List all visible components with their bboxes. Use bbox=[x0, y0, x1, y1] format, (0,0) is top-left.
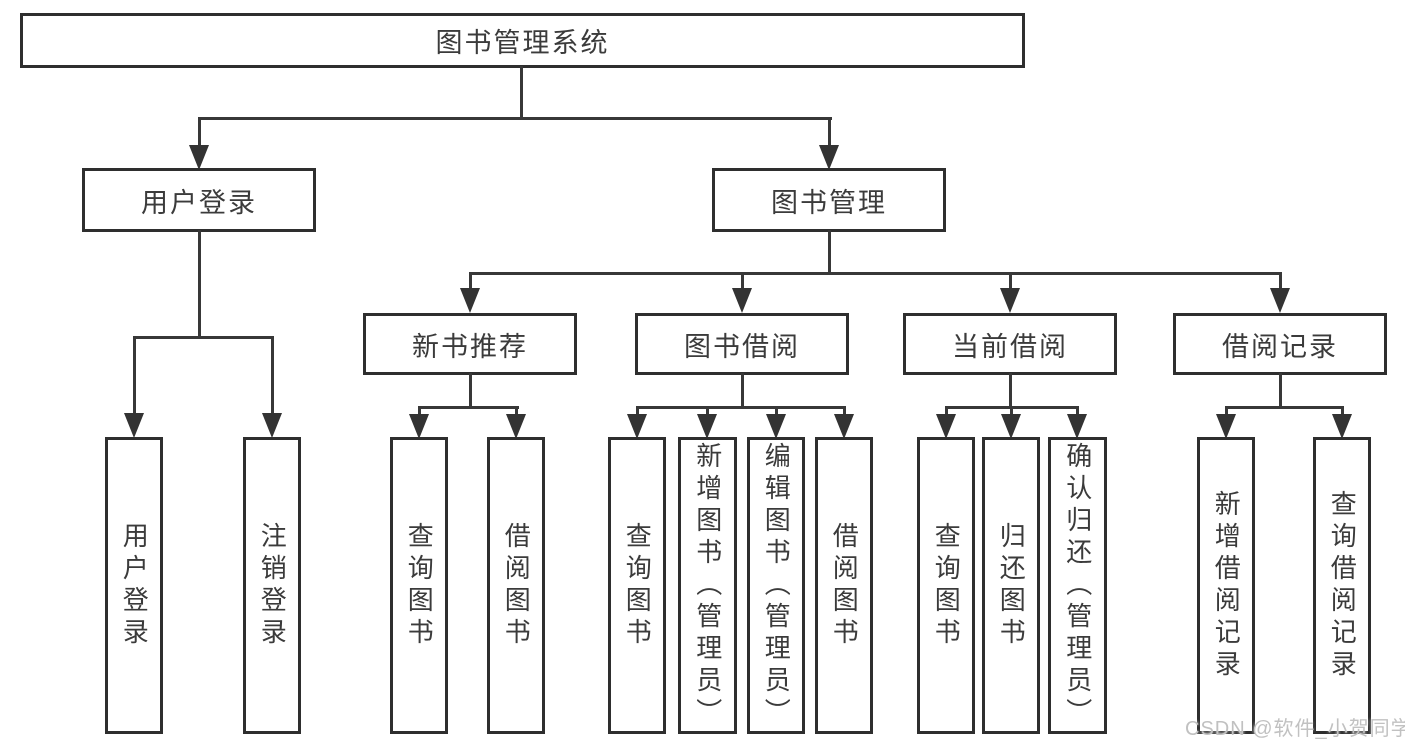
edge-drop-user-login bbox=[198, 117, 201, 149]
leaf-query-borrow-record: 查询借阅记录 bbox=[1313, 437, 1371, 734]
node-new-book-recommendation: 新书推荐 bbox=[363, 313, 577, 375]
edge-g3-stub bbox=[741, 373, 744, 409]
leaf-borrow-books-borrowing: 借阅图书 bbox=[815, 437, 873, 734]
edge-g3-drop-1 bbox=[636, 406, 639, 416]
edge-g4-stub bbox=[1009, 373, 1012, 409]
leaf-edit-book-admin: 编辑图书（管理员） bbox=[747, 437, 805, 734]
edge-drop-book-management bbox=[828, 117, 831, 149]
edge-level2-bus bbox=[198, 117, 832, 120]
node-book-management: 图书管理 bbox=[712, 168, 946, 232]
edge-drop-book-borrowing bbox=[741, 272, 744, 290]
node-label: 新书推荐 bbox=[412, 331, 528, 362]
edge-g3-drop-4 bbox=[843, 406, 846, 416]
node-label: 查询图书 bbox=[404, 521, 435, 650]
edge-g4-drop-1 bbox=[945, 406, 948, 416]
node-label: 图书管理系统 bbox=[435, 28, 610, 58]
edge-level3-bus bbox=[469, 272, 1282, 275]
edge-g5-drop-1 bbox=[1225, 406, 1228, 416]
node-label: 借阅图书 bbox=[501, 521, 532, 650]
edge-g4-drop-3 bbox=[1076, 406, 1079, 416]
arrowhead-g3-2 bbox=[697, 414, 717, 439]
leaf-add-book-admin: 新增图书（管理员） bbox=[678, 437, 737, 734]
node-label: 注销登录 bbox=[257, 521, 288, 650]
arrowhead-g3-4 bbox=[834, 414, 854, 439]
node-borrowing-records: 借阅记录 bbox=[1173, 313, 1387, 375]
edge-g5-drop-2 bbox=[1341, 406, 1344, 416]
node-label: 用户登录 bbox=[141, 187, 257, 218]
arrowhead-g4-2 bbox=[1001, 414, 1021, 439]
edge-g5-stub bbox=[1279, 373, 1282, 409]
edge-drop-leaf-user-login bbox=[133, 336, 136, 415]
leaf-borrow-books-recommend: 借阅图书 bbox=[487, 437, 545, 734]
leaf-query-books-borrowing: 查询图书 bbox=[608, 437, 666, 734]
node-label: 确认归还（管理员） bbox=[1062, 441, 1093, 730]
arrowhead-book-borrowing bbox=[732, 288, 752, 313]
arrowhead-leaf-logout bbox=[262, 413, 282, 438]
arrowhead-g2-2 bbox=[506, 414, 526, 439]
edge-g2-bus bbox=[418, 406, 519, 409]
arrowhead-g5-2 bbox=[1332, 414, 1352, 439]
edge-g3-bus bbox=[636, 406, 846, 409]
node-label: 图书管理 bbox=[771, 187, 887, 218]
edge-user-login-stub bbox=[198, 230, 201, 339]
node-label: 借阅图书 bbox=[829, 521, 860, 650]
arrowhead-borrowing-records bbox=[1270, 288, 1290, 313]
edge-user-login-bus bbox=[133, 336, 274, 339]
node-label: 编辑图书（管理员） bbox=[761, 441, 792, 730]
leaf-return-books: 归还图书 bbox=[982, 437, 1040, 734]
leaf-add-borrow-record: 新增借阅记录 bbox=[1197, 437, 1255, 734]
node-user-login: 用户登录 bbox=[82, 168, 316, 232]
leaf-query-books-current: 查询图书 bbox=[917, 437, 975, 734]
node-current-borrowing: 当前借阅 bbox=[903, 313, 1117, 375]
node-library-management-system: 图书管理系统 bbox=[20, 13, 1025, 68]
node-label: 查询借阅记录 bbox=[1327, 489, 1358, 682]
edge-g5-bus bbox=[1225, 406, 1344, 409]
edge-drop-new-book-recommendation bbox=[469, 272, 472, 290]
edge-g4-drop-2 bbox=[1010, 406, 1013, 416]
arrowhead-new-book-recommendation bbox=[460, 288, 480, 313]
node-label: 新增图书（管理员） bbox=[692, 441, 723, 730]
node-label: 查询图书 bbox=[931, 521, 962, 650]
leaf-query-books-recommend: 查询图书 bbox=[390, 437, 448, 734]
edge-g2-stub bbox=[469, 373, 472, 409]
arrowhead-book-management bbox=[819, 145, 839, 170]
node-label: 借阅记录 bbox=[1222, 331, 1338, 362]
node-label: 查询图书 bbox=[622, 521, 653, 650]
node-label: 用户登录 bbox=[119, 521, 150, 650]
edge-root-stub bbox=[520, 66, 523, 120]
leaf-user-login: 用户登录 bbox=[105, 437, 163, 734]
node-label: 归还图书 bbox=[996, 521, 1027, 650]
arrowhead-current-borrowing bbox=[1000, 288, 1020, 313]
arrowhead-g4-3 bbox=[1067, 414, 1087, 439]
arrowhead-leaf-user-login bbox=[124, 413, 144, 438]
node-book-borrowing: 图书借阅 bbox=[635, 313, 849, 375]
edge-g3-drop-2 bbox=[706, 406, 709, 416]
arrowhead-g2-1 bbox=[409, 414, 429, 439]
node-label: 当前借阅 bbox=[952, 331, 1068, 362]
edge-g2-drop-2 bbox=[515, 406, 518, 416]
edge-book-management-stub bbox=[828, 230, 831, 275]
edge-drop-borrowing-records bbox=[1279, 272, 1282, 290]
arrowhead-g4-1 bbox=[936, 414, 956, 439]
leaf-logout: 注销登录 bbox=[243, 437, 301, 734]
edge-g2-drop-1 bbox=[418, 406, 421, 416]
edge-g3-drop-3 bbox=[775, 406, 778, 416]
leaf-confirm-return-admin: 确认归还（管理员） bbox=[1048, 437, 1107, 734]
node-label: 图书借阅 bbox=[684, 331, 800, 362]
arrowhead-g5-1 bbox=[1216, 414, 1236, 439]
arrowhead-g3-3 bbox=[766, 414, 786, 439]
watermark: CSDN @软件_小贺同学 bbox=[1185, 718, 1405, 740]
node-label: 新增借阅记录 bbox=[1211, 489, 1242, 682]
edge-drop-leaf-logout bbox=[271, 336, 274, 415]
edge-drop-current-borrowing bbox=[1009, 272, 1012, 290]
arrowhead-g3-1 bbox=[627, 414, 647, 439]
arrowhead-user-login bbox=[189, 145, 209, 170]
